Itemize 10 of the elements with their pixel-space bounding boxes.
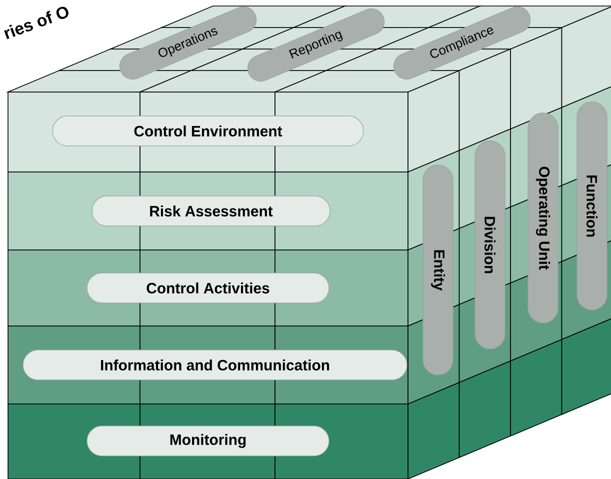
title-text: ries of O <box>4 6 68 40</box>
pill-label: Risk Assessment <box>92 196 330 226</box>
pill-label: Operating Unit <box>528 112 558 324</box>
pill-label: Control Activities <box>86 272 330 304</box>
pill-label: Function <box>576 102 608 310</box>
pill-label: Monitoring <box>86 426 330 456</box>
pill-label: Entity <box>422 164 454 376</box>
pill-label: Information and Communication <box>22 350 408 380</box>
pill-label: Control Environment <box>52 116 364 146</box>
pill-label: Division <box>474 140 506 350</box>
